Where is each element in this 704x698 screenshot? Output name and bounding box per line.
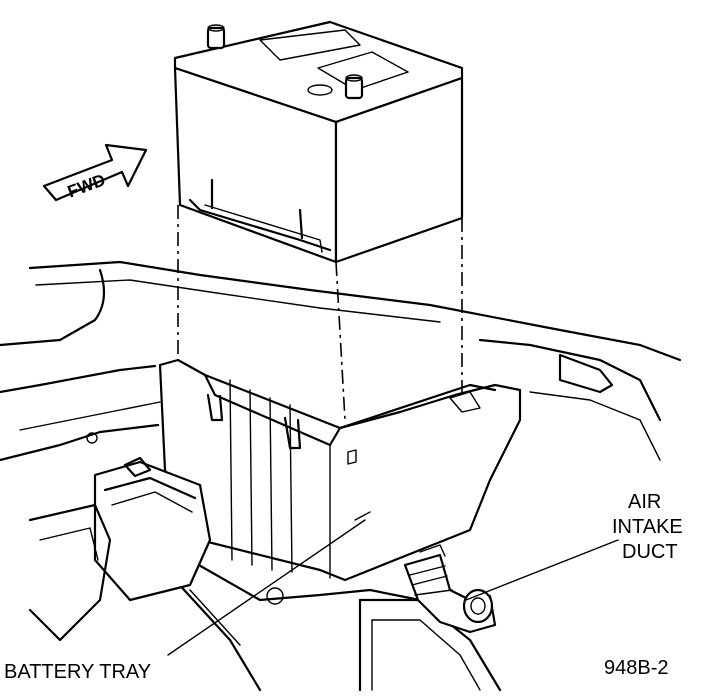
air-intake-duct	[403, 544, 497, 634]
battery	[173, 20, 464, 264]
figure-id: 948B-2	[604, 657, 669, 679]
air-intake-label-line2: INTAKE	[612, 516, 683, 538]
air-intake-label-line1: AIR	[628, 491, 661, 513]
battery-tray-leader	[167, 519, 366, 656]
forward-arrow: FWD	[42, 143, 148, 201]
air-box	[28, 456, 212, 642]
air-intake-label-line3: DUCT	[622, 541, 678, 563]
tray-supports	[173, 558, 502, 692]
battery-tray-label: BATTERY TRAY	[4, 661, 151, 683]
battery-tray	[158, 358, 522, 582]
leader-lines	[167, 519, 619, 656]
air-intake-leader	[465, 539, 619, 601]
vehicle-body	[0, 260, 682, 462]
alignment-lines	[177, 205, 463, 421]
